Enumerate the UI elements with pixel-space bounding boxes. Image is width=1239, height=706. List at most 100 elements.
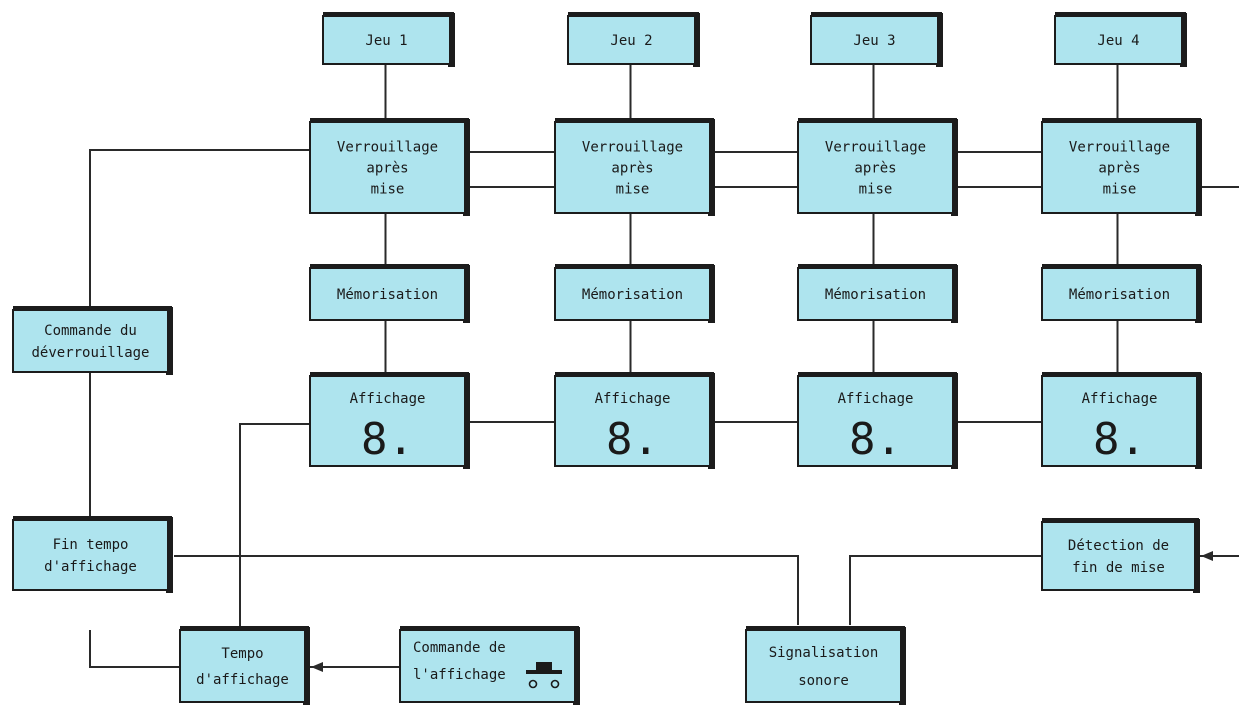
- jeu-2-block-top-edge: [568, 12, 699, 17]
- lock-4-block-label: Verrouillage: [1069, 140, 1170, 156]
- unlock-command-block-label: Commande du: [44, 323, 137, 339]
- jeu-4-block-body: [1054, 15, 1183, 65]
- memorisation-4-block-label: Mémorisation: [1069, 287, 1170, 303]
- display-4-block-body: [1041, 375, 1198, 467]
- jeu-3-block-body: [810, 15, 939, 65]
- jeu-3-block-top-edge: [811, 12, 942, 17]
- display-1-block-shadow: [463, 373, 470, 469]
- memorisation-4-block: Mémorisation: [1041, 264, 1202, 323]
- wire-unlock-to-lock1: [89, 149, 310, 310]
- memorisation-3-block: Mémorisation: [797, 264, 958, 323]
- display-3-block-shadow: [951, 373, 958, 469]
- memorisation-4-block-body: [1041, 267, 1198, 321]
- arrowhead-to-tempo: [311, 662, 323, 672]
- display-2-block-body: [554, 375, 711, 467]
- display-4-block-label: Affichage: [1082, 391, 1158, 407]
- jeu-3-block: Jeu 3: [810, 12, 943, 67]
- tempo-block-shadow: [303, 627, 310, 705]
- jeu-1-block-body: [322, 15, 451, 65]
- lock-4-block-shadow: [1195, 119, 1202, 216]
- display-3-block-body: [797, 375, 954, 467]
- detect-end-block-label: Détection de: [1068, 538, 1169, 554]
- unlock-command-block-body: [12, 309, 169, 373]
- unlock-command-block-shadow: [166, 307, 173, 375]
- memorisation-1-block-label: Mémorisation: [337, 287, 438, 303]
- jeu-2-block: Jeu 2: [567, 12, 700, 67]
- signal-block-shadow: [899, 627, 906, 705]
- memorisation-2-block: Mémorisation: [554, 264, 715, 323]
- memorisation-3-block-shadow: [951, 265, 958, 323]
- memorisation-2-block-label: Mémorisation: [582, 287, 683, 303]
- button-base: [526, 670, 562, 674]
- wire-fintempo-to-signal: [174, 555, 799, 625]
- detect-end-block-label: fin de mise: [1072, 560, 1165, 576]
- memorisation-2-block-shadow: [708, 265, 715, 323]
- tempo-block-body: [179, 629, 306, 703]
- tempo-block-label: d'affichage: [196, 672, 289, 688]
- fin-tempo-block-top-edge: [13, 516, 172, 521]
- contact-right: [550, 679, 560, 689]
- button-cap: [536, 662, 552, 671]
- tempo-block-label: Tempo: [221, 646, 263, 662]
- fin-tempo-block-shadow: [166, 517, 173, 593]
- display-4-block-top-edge: [1042, 372, 1201, 377]
- detect-end-block-shadow: [1193, 519, 1200, 593]
- lock-1-block-shadow: [463, 119, 470, 216]
- jeu-1-block: Jeu 1: [322, 12, 455, 67]
- lock-1-block-label: mise: [371, 182, 405, 198]
- unlock-command-block-top-edge: [13, 306, 172, 311]
- display-1-block-top-edge: [310, 372, 469, 377]
- display-2-block-top-edge: [555, 372, 714, 377]
- lock-3-block-shadow: [951, 119, 958, 216]
- jeu-4-block-label: Jeu 4: [1097, 33, 1139, 49]
- jeu-3-block-shadow: [936, 13, 943, 67]
- diagram-blocks: Jeu 1VerrouillageaprèsmiseMémorisationAf…: [12, 12, 1202, 705]
- fin-tempo-block-body: [12, 519, 169, 591]
- memorisation-2-block-body: [554, 267, 711, 321]
- display-command-block-label: Commande de: [413, 640, 506, 656]
- lock-1-block-top-edge: [310, 118, 469, 123]
- memorisation-3-block-label: Mémorisation: [825, 287, 926, 303]
- wire-tempo-to-display1: [239, 423, 310, 630]
- tempo-block-top-edge: [180, 626, 309, 631]
- fin-tempo-block-label: Fin tempo: [53, 537, 129, 553]
- lock-3-block-label: après: [854, 161, 896, 177]
- jeu-2-block-shadow: [693, 13, 700, 67]
- push-button-icon: [526, 662, 562, 689]
- signal-block-label: sonore: [798, 673, 849, 689]
- memorisation-1-block: Mémorisation: [309, 264, 470, 323]
- wire-detect-to-signal: [849, 555, 1042, 625]
- arrowhead-to-detect: [1201, 551, 1213, 561]
- lock-3-block-label: Verrouillage: [825, 140, 926, 156]
- lock-4-block-label: après: [1098, 161, 1140, 177]
- seven-segment-digit: 8.: [361, 414, 414, 465]
- signal-block-body: [745, 629, 902, 703]
- lock-3-block-top-edge: [798, 118, 957, 123]
- memorisation-1-block-body: [309, 267, 466, 321]
- fin-tempo-block: Fin tempo d'affichage: [12, 516, 173, 593]
- display-command-block-top-edge: [400, 626, 579, 631]
- display-command-block-shadow: [573, 627, 580, 705]
- seven-segment-digit: 8.: [1093, 414, 1146, 465]
- display-4-block-shadow: [1195, 373, 1202, 469]
- memorisation-1-block-top-edge: [310, 264, 469, 269]
- display-2-block-shadow: [708, 373, 715, 469]
- signal-block-top-edge: [746, 626, 905, 631]
- display-3-block-label: Affichage: [838, 391, 914, 407]
- memorisation-3-block-body: [797, 267, 954, 321]
- jeu-1-block-shadow: [448, 13, 455, 67]
- display-3-block-top-edge: [798, 372, 957, 377]
- lock-2-block-shadow: [708, 119, 715, 216]
- tempo-block: Tempo d'affichage: [179, 626, 310, 705]
- lock-1-block-body: [309, 121, 466, 214]
- lock-2-block-label: Verrouillage: [582, 140, 683, 156]
- seven-segment-digit: 8.: [849, 414, 902, 465]
- memorisation-3-block-top-edge: [798, 264, 957, 269]
- unlock-command-block-label: déverrouillage: [31, 345, 149, 361]
- lock-2-block-body: [554, 121, 711, 214]
- fin-tempo-block-label: d'affichage: [44, 559, 137, 575]
